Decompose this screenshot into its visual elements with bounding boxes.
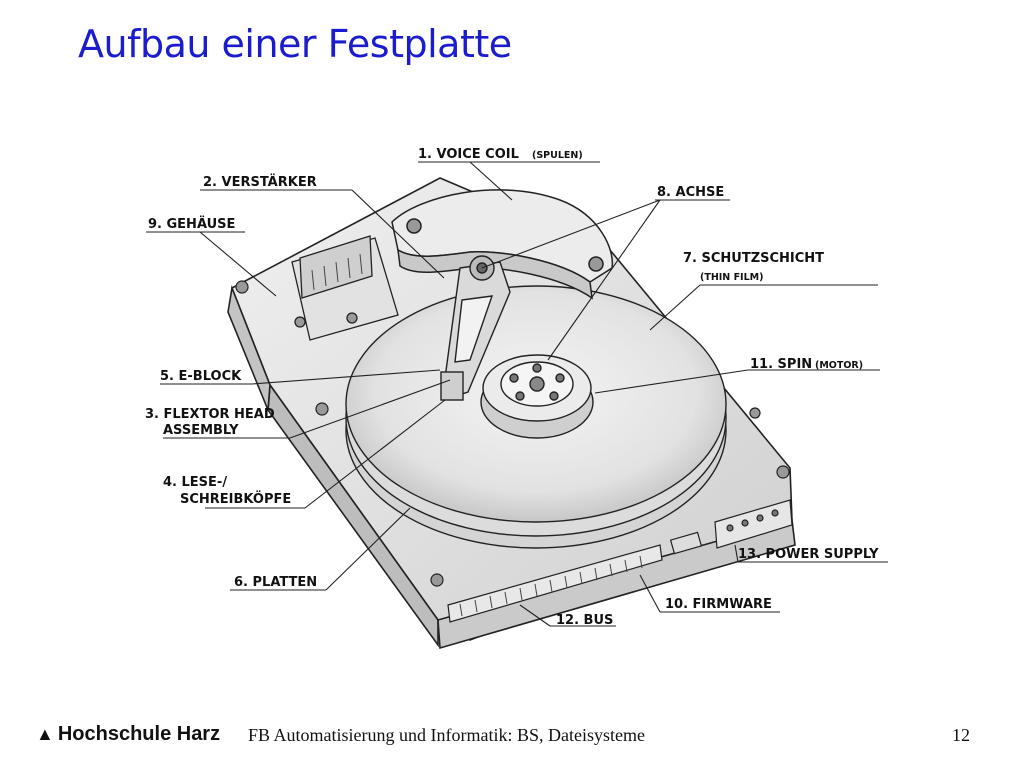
label-power-supply: 13. POWER SUPPLY [738,547,879,562]
label-achse: 8. ACHSE [657,185,724,200]
page-number: 12 [952,725,970,745]
label-schutzschicht-sub: (THIN FILM) [700,272,763,283]
label-platten: 6. PLATTEN [234,575,317,590]
label-lese-2: SCHREIBKÖPFE [180,491,291,507]
label-flextor-2: ASSEMBLY [163,423,239,438]
part-labels: 1. VOICE COIL (SPULEN) 2. VERSTÄRKER 8. … [145,147,879,628]
label-voice-coil: 1. VOICE COIL [418,147,519,162]
amplifier-board [291,235,399,341]
label-verstaerker: 2. VERSTÄRKER [203,174,317,190]
power-connector [714,499,793,549]
label-schutzschicht: 7. SCHUTZSCHICHT [683,251,824,266]
label-spin: 11. SPIN [750,357,812,372]
footer-text: FB Automatisierung und Informatik: BS, D… [248,725,645,745]
label-voice-coil-sub: (SPULEN) [532,150,583,161]
triangle-icon: ▲ [36,724,54,744]
hard-disk-diagram: 1. VOICE COIL (SPULEN) 2. VERSTÄRKER 8. … [145,147,888,650]
label-gehaeuse: 9. GEHÄUSE [148,216,235,232]
label-bus: 12. BUS [556,613,613,628]
slide-title: Aufbau einer Festplatte [78,22,512,66]
bus-connector [447,544,663,623]
label-e-block: 5. E-BLOCK [160,369,242,384]
label-spin-sub: (MOTOR) [815,360,863,371]
firmware-jumper [669,531,703,555]
case-screws [235,255,790,587]
leader-lines [146,161,888,627]
label-firmware: 10. FIRMWARE [665,597,772,612]
label-lese-1: 4. LESE-/ [163,475,227,490]
label-flextor-1: 3. FLEXTOR HEAD [145,407,275,422]
spindle-hub [480,354,594,439]
e-block-arm [440,255,511,401]
footer-logo-text: Hochschule Harz [57,723,221,745]
footer-logo: ▲Hochschule Harz [36,723,220,746]
